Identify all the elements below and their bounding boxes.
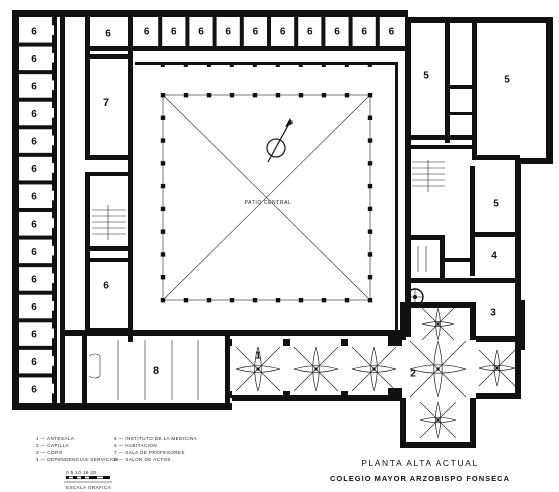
legend-item: 3 — CORO	[36, 450, 63, 455]
room-6-west: 6	[31, 219, 37, 230]
room-6-west: 6	[31, 274, 37, 285]
room-6-north: 6	[144, 27, 150, 38]
room-6-west: 6	[31, 81, 37, 92]
room-numbers: 6 6 6 6 6 6 6 6 6 6 6 6 6 6 6 6 6 6 6 6 6 6 6 6 6 7 6 5 5 5 4 3 8 1 2	[31, 26, 510, 395]
svg-text:N: N	[290, 120, 294, 126]
room-6-north: 6	[280, 27, 286, 38]
room-6-north: 6	[307, 27, 313, 38]
room-5-east: 5	[493, 199, 499, 210]
room-6-west: 6	[31, 26, 37, 37]
room-6-northwest: 6	[105, 29, 111, 40]
room-6-west-inner: 6	[103, 281, 109, 292]
room-6-west: 6	[31, 357, 37, 368]
room-6-west: 6	[31, 385, 37, 396]
room-1: 1	[255, 351, 261, 362]
room-8: 8	[153, 365, 159, 377]
legend-item: 5 — INSTITUTO DE LA MEDICINA	[114, 436, 198, 441]
scale-bar: 0 5 10 15 20 ESCALA GRAFICA	[64, 470, 112, 490]
legend-item: 4 — DEPENDENCIAS-SERVICIOS	[36, 457, 119, 462]
legend-item: 7 — SALA DE PROFESORES	[114, 450, 185, 455]
room-6-north: 6	[253, 27, 259, 38]
room-6-west: 6	[31, 192, 37, 203]
plan-title: PLANTA ALTA ACTUAL	[361, 458, 479, 468]
south-range	[60, 302, 521, 448]
compass-rose-icon: N	[266, 118, 294, 163]
legend-item: 8 — SALON DE ACTOS	[114, 457, 171, 462]
west-inner	[85, 155, 133, 333]
scale-caption: ESCALA GRAFICA	[66, 485, 112, 490]
room-4: 4	[491, 251, 497, 262]
plan-subtitle: COLEGIO MAYOR ARZOBISPO FONSECA	[330, 474, 510, 483]
patio-label: PATIO CENTRAL	[245, 200, 292, 206]
room-5-ne-left: 5	[423, 71, 429, 82]
scale-ticks: 0 5 10 15 20	[66, 470, 96, 475]
room-6-west: 6	[31, 54, 37, 65]
room-6-west: 6	[31, 330, 37, 341]
room-6-north: 6	[225, 27, 231, 38]
room-6-north: 6	[334, 27, 340, 38]
legend-item: 6 — HABITACION	[114, 443, 157, 448]
room-6-west: 6	[31, 164, 37, 175]
chapel-block	[388, 302, 521, 448]
east-wing	[405, 17, 520, 337]
room-6-west: 6	[31, 247, 37, 258]
west-range	[19, 17, 65, 403]
legend-item: 1 — ANTESALA	[36, 436, 75, 441]
patio: N PATIO CENTRAL	[135, 62, 398, 333]
room-6-west: 6	[31, 109, 37, 120]
room-6-west: 6	[31, 302, 37, 313]
room-3: 3	[490, 308, 496, 319]
legend: 1 — ANTESALA 2 — CAPILLA 3 — CORO 4 — DEPEN…	[36, 436, 198, 462]
north-range	[85, 17, 405, 342]
west-stair	[92, 205, 126, 240]
room-6-north: 6	[361, 27, 367, 38]
room-6-north: 6	[389, 27, 395, 38]
room-2: 2	[410, 369, 416, 380]
legend-item: 2 — CAPILLA	[36, 443, 70, 448]
room-7: 7	[103, 97, 109, 109]
east-stair	[412, 160, 445, 272]
room-5-ne-right: 5	[504, 75, 510, 86]
room-6-west: 6	[31, 137, 37, 148]
title-block: PLANTA ALTA ACTUAL COLEGIO MAYOR ARZOBIS…	[330, 458, 510, 483]
room-6-north: 6	[198, 27, 204, 38]
room-6-north: 6	[171, 27, 177, 38]
salon-bays	[88, 340, 199, 400]
